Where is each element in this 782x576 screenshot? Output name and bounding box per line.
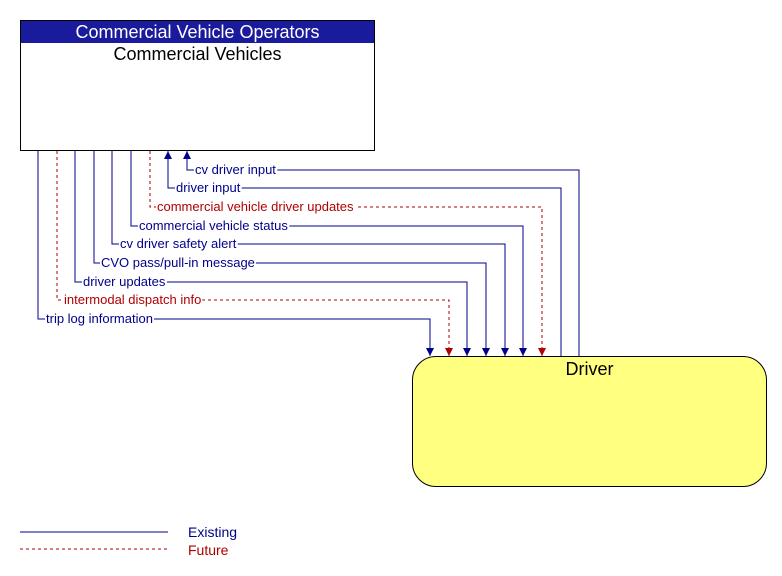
- flow-label: driver updates: [83, 274, 166, 289]
- flow-arrowhead: [501, 348, 509, 356]
- flow-arrowhead: [183, 151, 191, 159]
- flow-arrowhead: [426, 348, 434, 356]
- flow-line: [111, 151, 506, 356]
- flow-line: [37, 151, 431, 356]
- flow-line: [167, 151, 562, 356]
- flow-arrowhead: [164, 151, 172, 159]
- driver-title: Driver: [565, 359, 614, 379]
- flow-label-bg: [63, 292, 203, 307]
- driver-box: Driver: [412, 356, 767, 487]
- flow-arrowhead: [463, 348, 471, 356]
- flow-label-bg: [100, 255, 256, 270]
- flow-label: driver input: [176, 180, 241, 195]
- flow-arrowhead: [445, 348, 453, 356]
- flow-line: [130, 151, 524, 356]
- flow-arrowhead: [519, 348, 527, 356]
- flow-label: commercial vehicle status: [139, 218, 288, 233]
- flow-label-bg: [119, 236, 238, 251]
- flow-label: cv driver input: [195, 162, 276, 177]
- flow-label: CVO pass/pull-in message: [101, 255, 255, 270]
- flow-label: cv driver safety alert: [120, 236, 237, 251]
- flow-label-bg: [156, 199, 356, 214]
- flow-label: commercial vehicle driver updates: [157, 199, 354, 214]
- flow-label-bg: [175, 180, 242, 195]
- flow-arrowhead: [538, 348, 546, 356]
- flow-label-bg: [45, 311, 154, 326]
- legend-future-label: Future: [188, 542, 229, 558]
- commercial-vehicles-title: Commercial Vehicles: [113, 44, 282, 64]
- flow-line: [93, 151, 487, 356]
- commercial-vehicles-box: Commercial Vehicle Operators Commercial …: [20, 20, 375, 151]
- flow-line: [74, 151, 468, 356]
- flow-label-bg: [82, 274, 167, 289]
- flow-label: intermodal dispatch info: [64, 292, 201, 307]
- flow-label-bg: [138, 218, 290, 233]
- commercial-vehicles-header: Commercial Vehicle Operators: [21, 21, 374, 43]
- legend-existing-label: Existing: [188, 524, 238, 540]
- flow-label-bg: [194, 162, 278, 177]
- flow-arrowhead: [482, 348, 490, 356]
- flow-line: [56, 151, 450, 356]
- flow-line: [186, 151, 580, 356]
- flow-label: trip log information: [46, 311, 153, 326]
